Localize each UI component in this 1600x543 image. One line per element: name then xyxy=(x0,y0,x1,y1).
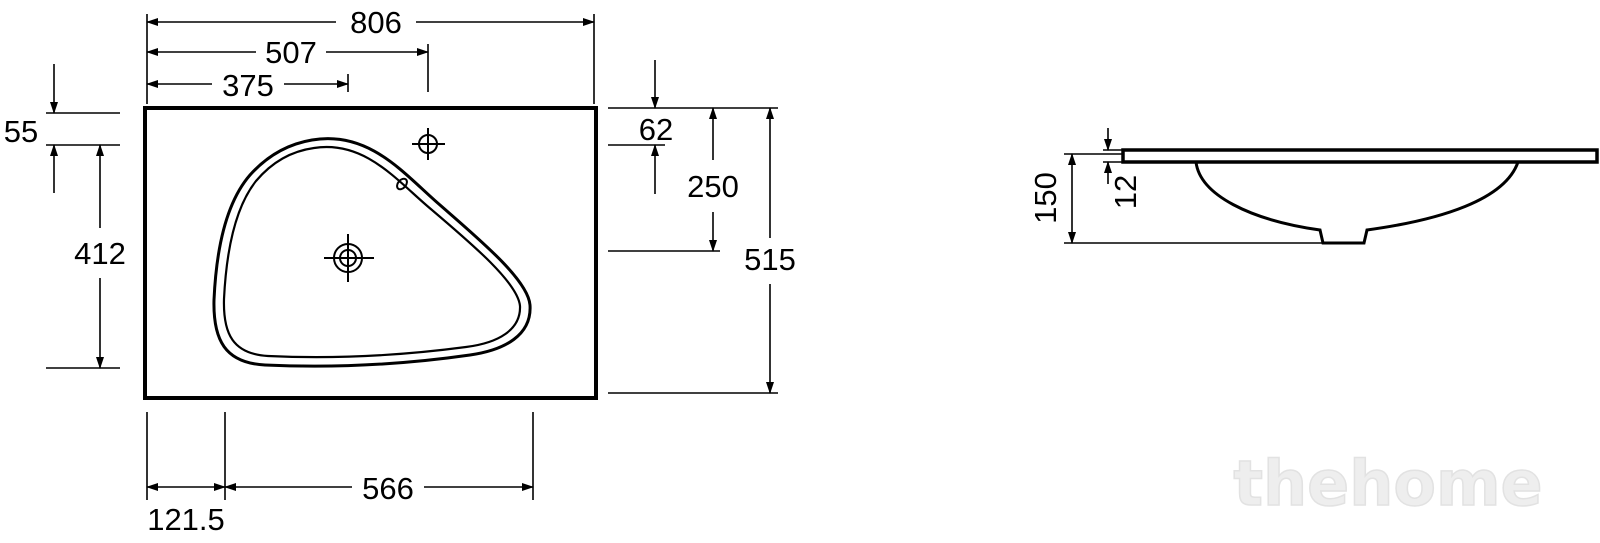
overflow-hole xyxy=(396,177,408,191)
top-view xyxy=(46,14,778,500)
dim-width-total: 806 xyxy=(350,5,402,40)
dim-bowl-height: 150 xyxy=(1028,172,1063,224)
side-view xyxy=(1064,128,1599,245)
bowl-inner-rim xyxy=(222,145,522,359)
dim-width-to-tap: 507 xyxy=(265,35,317,70)
dim-drain-from-back: 250 xyxy=(687,169,739,204)
dim-depth-total: 515 xyxy=(744,242,796,277)
side-extension-lines xyxy=(1064,149,1323,244)
tap-hole-marker xyxy=(412,128,445,160)
dim-bowl-offset-left: 121.5 xyxy=(147,502,225,537)
countertop-outline xyxy=(143,106,598,400)
extension-lines xyxy=(46,14,778,500)
dim-width-to-drain: 375 xyxy=(222,68,274,103)
dim-depth-front-offset: 55 xyxy=(4,114,38,149)
bowl-profile xyxy=(1194,161,1520,245)
dim-depth-drain: 412 xyxy=(74,236,126,271)
watermark-logo: thehome xyxy=(1233,447,1542,520)
drain-marker xyxy=(324,234,374,282)
dim-tap-from-back: 62 xyxy=(639,112,673,147)
dim-rim-thickness: 12 xyxy=(1108,175,1143,209)
dimension-lines xyxy=(50,18,774,491)
dim-bowl-width: 566 xyxy=(362,471,414,506)
bowl-outer-rim xyxy=(212,137,532,368)
rim-slab xyxy=(1121,148,1599,164)
side-dimension-lines xyxy=(1068,128,1112,244)
